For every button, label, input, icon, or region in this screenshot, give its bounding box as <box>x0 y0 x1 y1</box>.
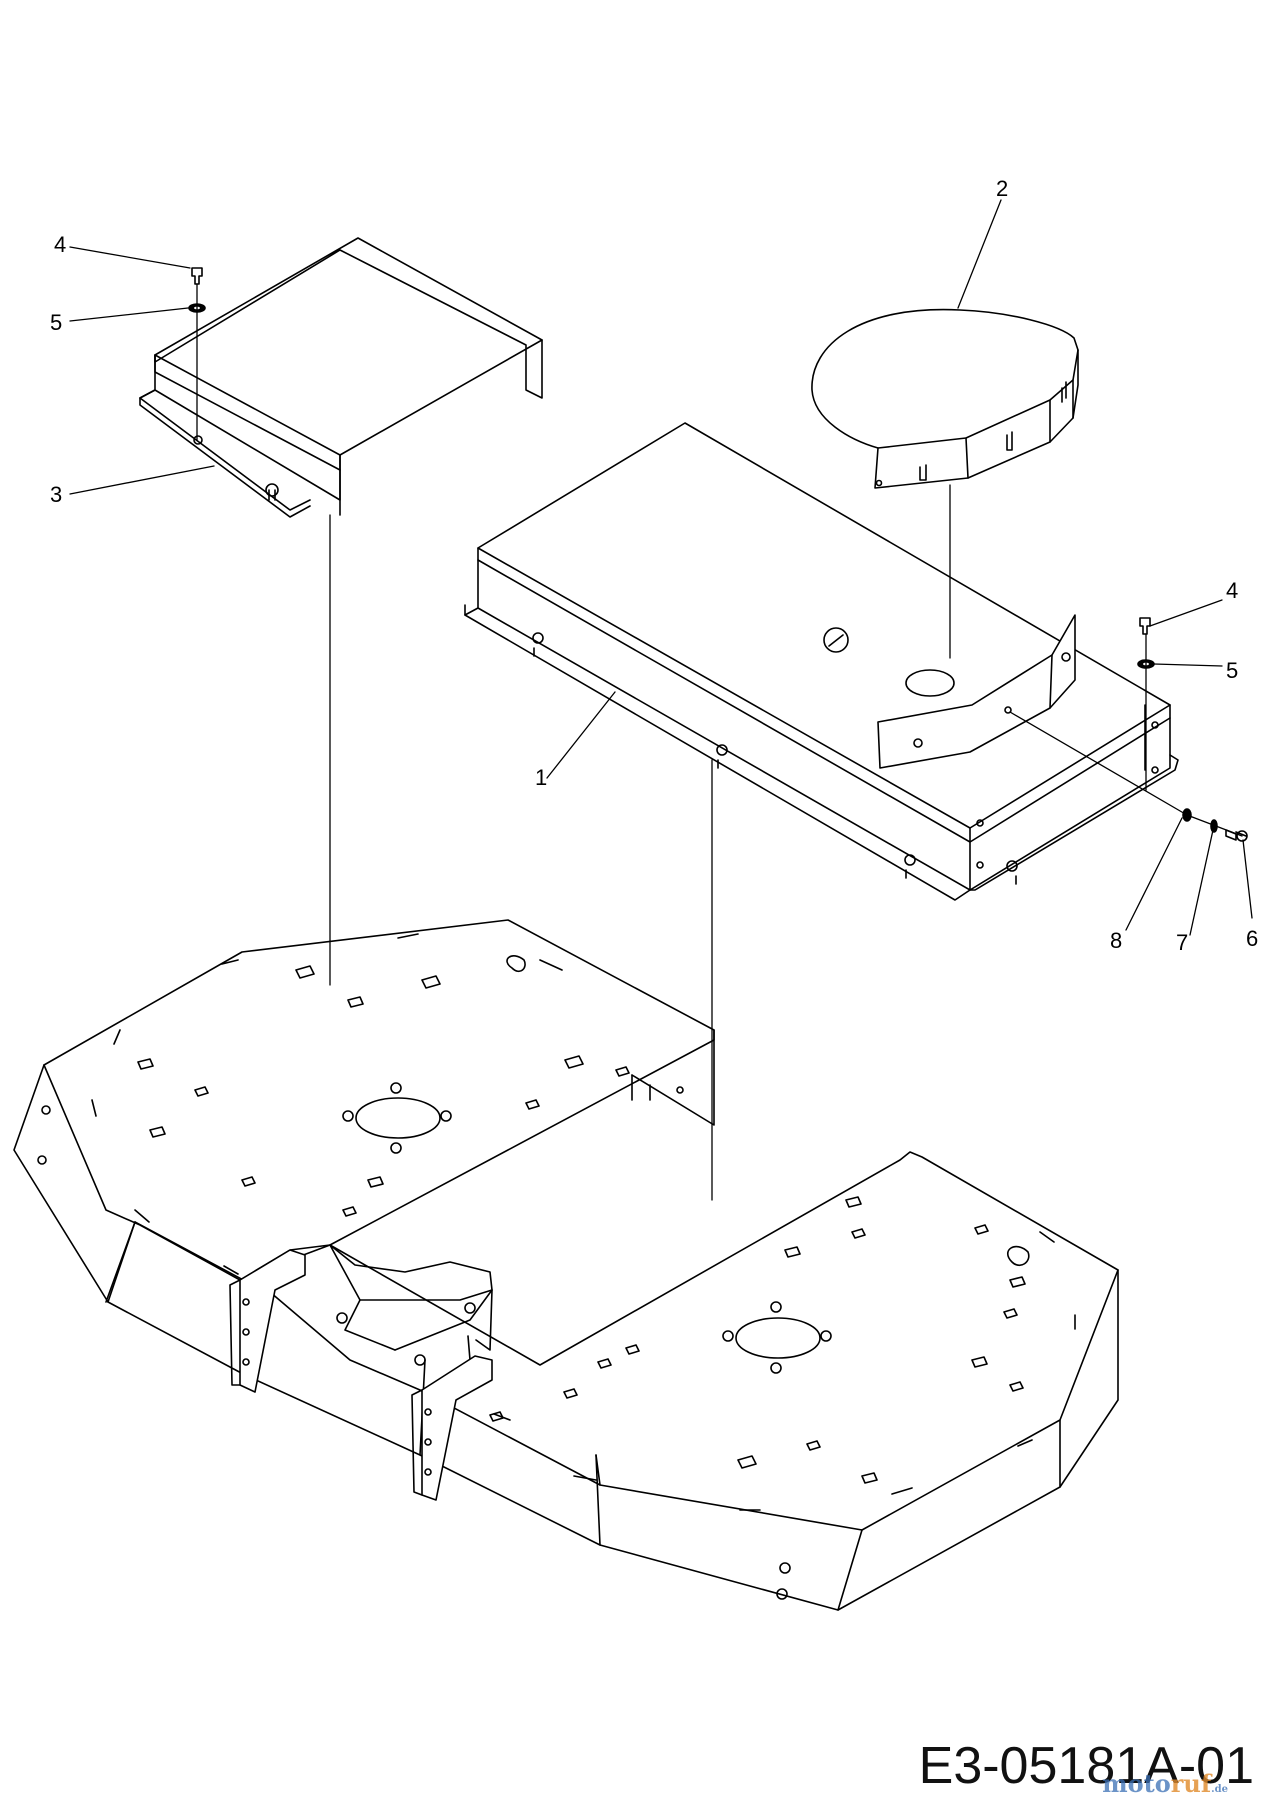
callout-3: 3 <box>50 482 62 507</box>
callout-1: 1 <box>535 765 547 790</box>
diagram-code: E3-05181A-01 <box>918 1737 1254 1795</box>
callouts: 1 2 3 4 5 4 5 8 7 6 <box>50 176 1258 955</box>
callout-5-left: 5 <box>50 310 62 335</box>
callout-4-right: 4 <box>1226 578 1238 603</box>
cover-large-part-1 <box>464 422 1179 901</box>
watermark-part2: ruf <box>1170 1769 1212 1798</box>
watermark-suffix: .de <box>1211 1784 1228 1795</box>
shield-part-2 <box>811 308 1079 489</box>
callout-5-right: 5 <box>1226 658 1238 683</box>
watermark-part1: moto <box>1102 1769 1171 1798</box>
cover-small-part-3 <box>139 237 543 518</box>
leader-lines <box>69 199 1253 936</box>
watermark-logo: motoruf.de <box>1102 1769 1228 1798</box>
assembly-lines <box>196 283 1243 1201</box>
callout-7: 7 <box>1176 930 1188 955</box>
callout-8: 8 <box>1110 928 1122 953</box>
callout-2: 2 <box>996 176 1008 201</box>
callout-6: 6 <box>1246 926 1258 951</box>
callout-4-left: 4 <box>54 232 66 257</box>
hitch-brackets <box>229 1249 493 1501</box>
mower-deck <box>13 919 1119 1611</box>
